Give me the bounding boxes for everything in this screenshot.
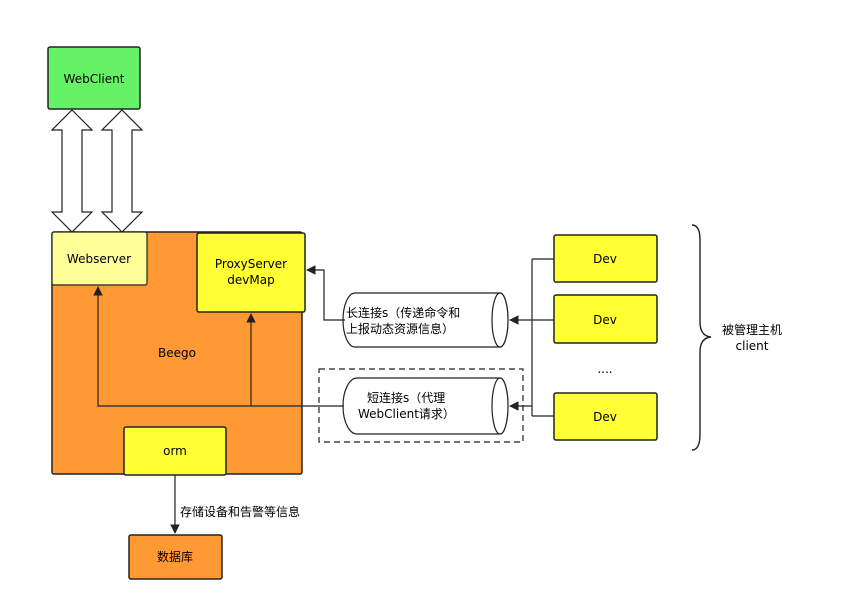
long-connection-label-line1: 长连接s（传递命令和 — [346, 305, 460, 320]
database-label: 数据库 — [157, 549, 193, 564]
dev-label: Dev — [593, 313, 617, 327]
double-arrow-right — [100, 109, 144, 233]
dev-ellipsis: .... — [597, 362, 612, 376]
short-connection-cylinder[interactable]: 短连接s（代理 WebClient请求） — [342, 377, 509, 435]
long-connection-label-line2: 上报动态资源信息） — [346, 321, 454, 336]
dev-label: Dev — [593, 252, 617, 266]
managed-hosts-brace — [691, 224, 712, 451]
managed-hosts-label-line2: client — [736, 339, 769, 353]
dev-node-2[interactable]: Dev — [553, 294, 658, 344]
short-connection-label-line1: 短连接s（代理 — [367, 390, 445, 405]
long-connection-cylinder[interactable]: 长连接s（传递命令和 上报动态资源信息） — [342, 292, 509, 348]
webclient-label: WebClient — [64, 72, 125, 86]
managed-hosts-label-line1: 被管理主机 — [722, 322, 782, 337]
double-arrow-left — [50, 109, 94, 233]
storage-label: 存储设备和告警等信息 — [180, 504, 300, 519]
webserver-label: Webserver — [67, 252, 131, 266]
webserver-node[interactable]: Webserver — [51, 231, 148, 286]
dev-node-3[interactable]: Dev — [553, 392, 658, 441]
beego-label: Beego — [158, 346, 196, 360]
database-node[interactable]: 数据库 — [128, 534, 223, 580]
long-connection-to-proxy-arrow — [306, 265, 345, 321]
orm-node[interactable]: orm — [123, 426, 227, 476]
dev-label: Dev — [593, 410, 617, 424]
proxyserver-label-line2: devMap — [227, 273, 274, 287]
short-connection-to-webserver-arrow — [93, 286, 344, 407]
orm-label: orm — [163, 444, 187, 458]
webclient-node[interactable]: WebClient — [47, 46, 141, 110]
proxyserver-label-line1: ProxyServer — [215, 257, 287, 271]
dev-node-1[interactable]: Dev — [553, 234, 658, 283]
short-connection-label-line2: WebClient请求） — [358, 407, 455, 421]
dev-connector-lines — [509, 258, 554, 417]
proxyserver-node[interactable]: ProxyServer devMap — [196, 232, 306, 313]
